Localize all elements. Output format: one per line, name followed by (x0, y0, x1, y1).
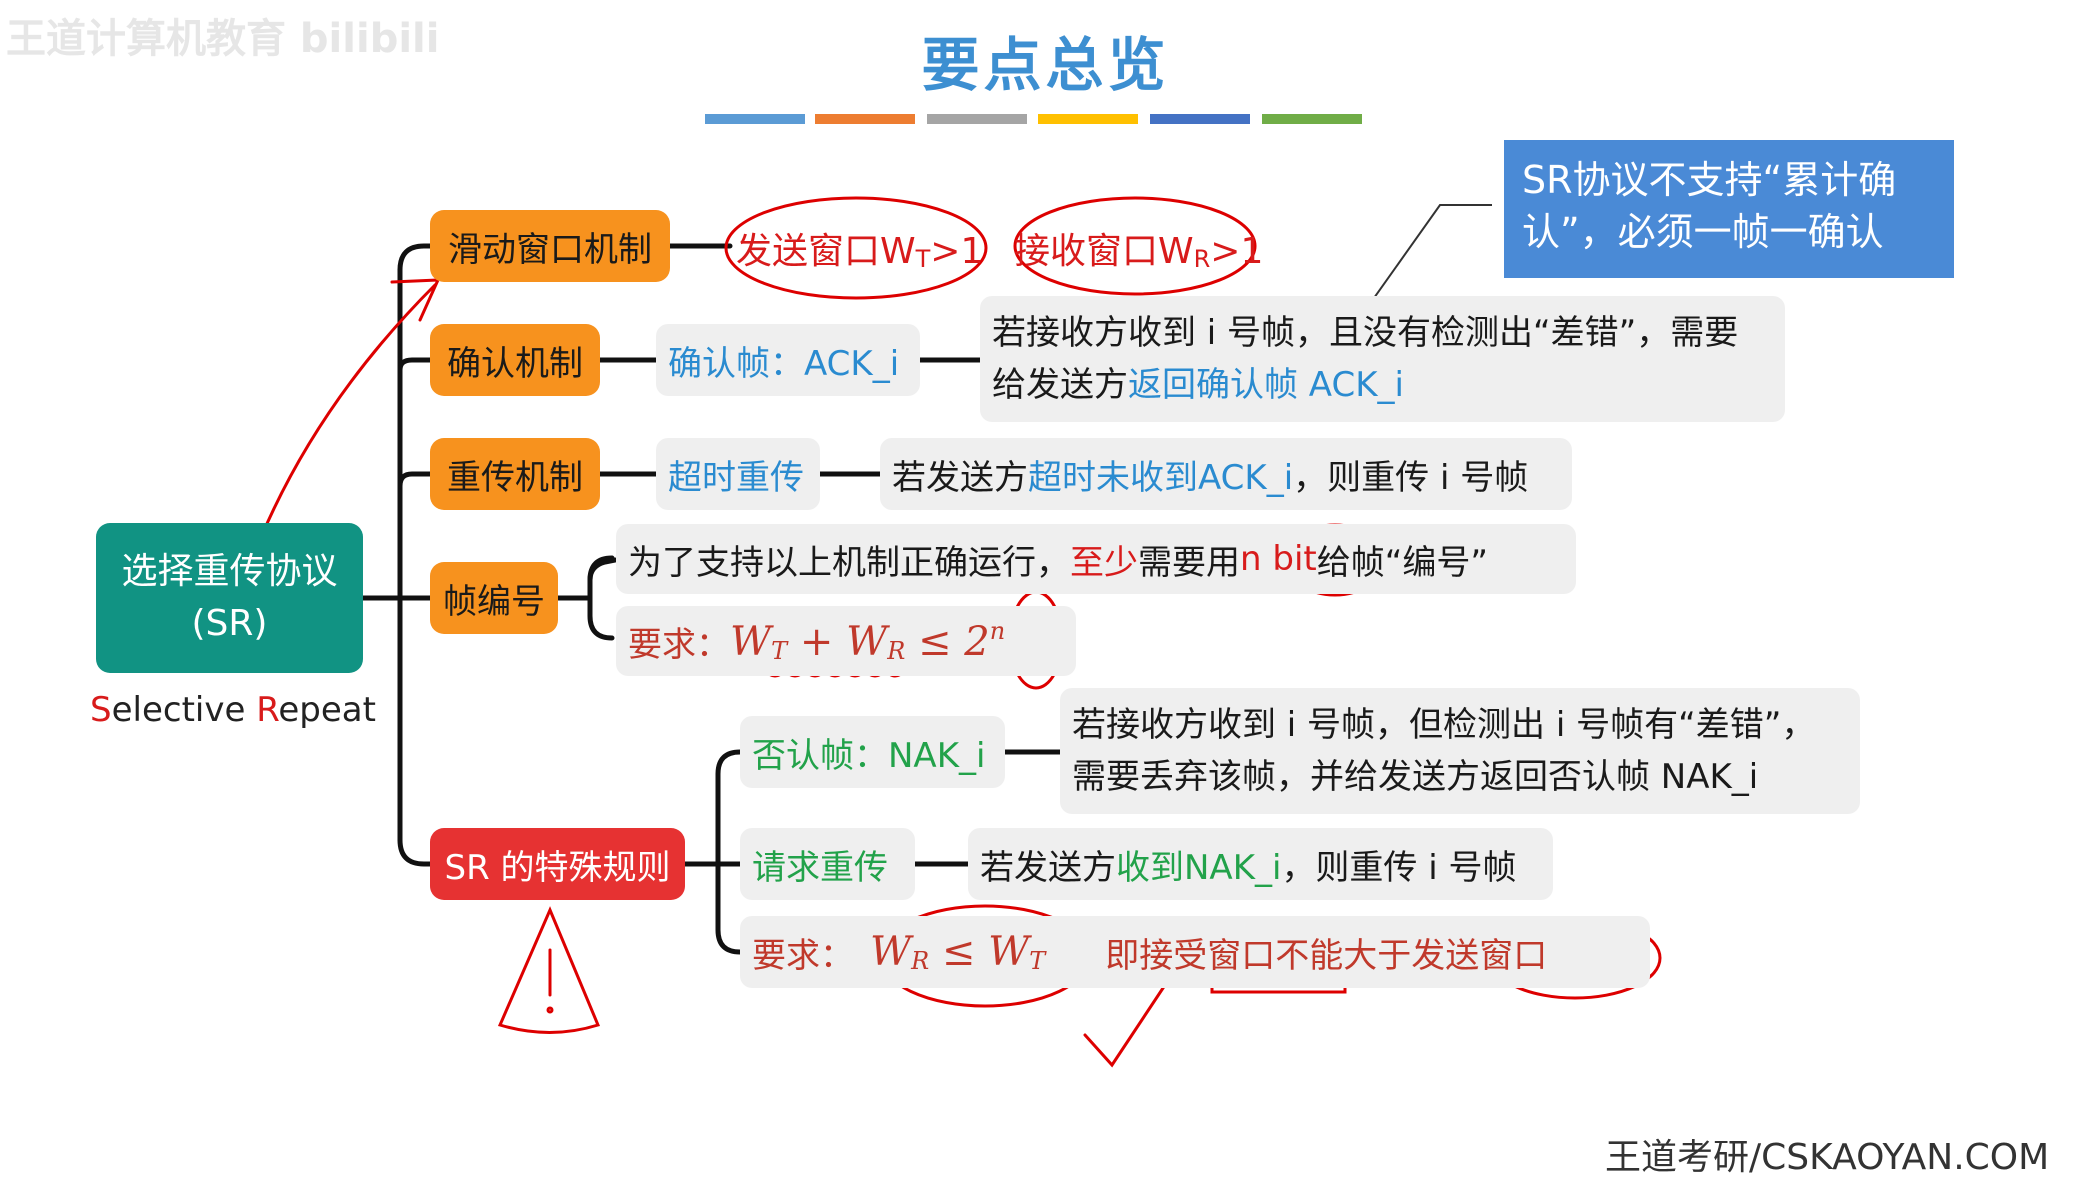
timeout-retransmit-box: 超时重传 (656, 438, 820, 510)
node-retransmit-mechanism: 重传机制 (430, 438, 600, 510)
seq-req-w1: W (730, 619, 772, 665)
node-ack-mechanism: 确认机制 (430, 324, 600, 396)
watermark: 王道计算机教育 bilibili (6, 16, 440, 62)
ack-description: 若接收方收到 i 号帧，且没有检测出“差错”，需要 给发送方返回确认帧 ACK_… (980, 296, 1785, 422)
seq-req-w2: W (846, 619, 888, 665)
rule-le: ≤ (929, 929, 989, 975)
title-underline-segment (705, 114, 805, 124)
request-retransmit-description: 若发送方收到NAK_i，则重传 i 号帧 (968, 828, 1553, 900)
node-sr-special-rules: SR 的特殊规则 (430, 828, 685, 900)
node-frame-numbering: 帧编号 (430, 562, 558, 634)
send-window-gt: >1 (930, 231, 984, 272)
title-underline-segment (1150, 114, 1250, 124)
numbering-requirement: 要求：WT + WR ≤ 2n (616, 606, 1076, 676)
root-english-name: Selective Repeat (90, 690, 376, 730)
title-underline-segment (1038, 114, 1138, 124)
rule-w2: W (988, 929, 1030, 975)
seq-req-w2-sub: R (887, 637, 906, 665)
send-window: 发送窗口WT>1 (736, 222, 983, 274)
title-underline-segment (815, 114, 915, 124)
receive-window-label: 接收窗口W (1014, 231, 1194, 272)
node-sliding-window: 滑动窗口机制 (430, 210, 670, 282)
timeout-retransmit-label: 超时重传 (668, 457, 804, 498)
nak-frame-label: 否认帧：NAK_i (752, 735, 986, 776)
footer-brand: 王道考研/CSKAOYAN.COM (1605, 1137, 2050, 1178)
seq-desc-e: 给帧“编号” (1316, 542, 1488, 583)
root-english-elective: elective (111, 690, 257, 730)
request-retransmit-box: 请求重传 (740, 828, 915, 900)
seq-req-n: n (989, 617, 1006, 645)
seq-req-two: 2 (964, 619, 990, 665)
seq-req-label: 要求： (628, 624, 730, 665)
ack-desc-line1: 若接收方收到 i 号帧，且没有检测出“差错”，需要 (992, 313, 1739, 353)
seq-desc-b: 至少 (1070, 542, 1138, 583)
ack-desc-line2-b: 返回确认帧 ACK_i (1128, 365, 1404, 405)
note-line1: SR协议不支持“累计确 (1522, 158, 1897, 202)
seq-desc-c: 需要用 (1138, 542, 1240, 583)
nak-description: 若接收方收到 i 号帧，但检测出 i 号帧有“差错”， 需要丢弃该帧，并给发送方… (1060, 688, 1860, 814)
nak-desc-line2: 需要丢弃该帧，并给发送方返回否认帧 NAK_i (1072, 757, 1759, 797)
root-english-s: S (90, 690, 112, 730)
title-underline-segment (927, 114, 1027, 124)
rule-label: 要求： (752, 935, 854, 976)
seq-desc-d: n bit (1240, 539, 1317, 579)
ack-frame-box: 确认帧：ACK_i (656, 324, 920, 396)
root-title: 选择重传协议 (121, 551, 338, 592)
retransmit-description: 若发送方超时未收到ACK_i，则重传 i 号帧 (880, 438, 1572, 510)
note-line2: 认”，必须一帧一确认 (1522, 210, 1884, 254)
retrans-desc-a: 若发送方 (892, 457, 1028, 498)
req-desc-b: 收到NAK_i (1116, 847, 1282, 888)
receive-window-sub: R (1193, 245, 1211, 273)
send-window-label: 发送窗口W (736, 231, 916, 272)
root-english-epeat: epeat (278, 690, 376, 730)
rule-w1: W (870, 929, 912, 975)
seq-req-plus: + (787, 619, 847, 665)
ack-desc-line2-a: 给发送方 (992, 365, 1128, 405)
rule-w1-sub: R (911, 947, 930, 975)
seq-req-w1-sub: T (771, 637, 788, 665)
retrans-desc-b: 超时未收到ACK_i (1028, 457, 1294, 498)
nak-frame-box: 否认帧：NAK_i (740, 716, 1005, 788)
page-title: 要点总览 (921, 31, 1170, 99)
root-node: 选择重传协议 (SR) (96, 523, 363, 673)
receive-window: 接收窗口WR>1 (1014, 222, 1263, 274)
ack-desc-line2: 给发送方返回确认帧 ACK_i (992, 359, 1404, 411)
ack-frame-label: 确认帧：ACK_i (668, 343, 900, 384)
mind-map-connectors (260, 196, 1662, 1068)
root-english-r: R (256, 690, 279, 730)
root-abbr: (SR) (191, 603, 268, 644)
req-desc-a: 若发送方 (980, 847, 1116, 888)
req-desc-c: ，则重传 i 号帧 (1281, 847, 1517, 888)
callout-note: SR协议不支持“累计确 认”，必须一帧一确认 (1504, 140, 1954, 278)
send-window-sub: T (915, 245, 931, 273)
rule-text: 即接受窗口不能大于发送窗口 (1105, 935, 1548, 976)
nak-desc-line1: 若接收方收到 i 号帧，但检测出 i 号帧有“差错”， (1072, 705, 1816, 745)
title-underline-segment (1262, 114, 1362, 124)
seq-req-le: ≤ (905, 619, 965, 665)
rule-w2-sub: T (1029, 947, 1046, 975)
seq-desc-a: 为了支持以上机制正确运行， (628, 542, 1070, 583)
retrans-desc-c: ，则重传 i 号帧 (1293, 457, 1529, 498)
receive-window-gt: >1 (1210, 231, 1264, 272)
request-retransmit-label: 请求重传 (752, 847, 888, 888)
